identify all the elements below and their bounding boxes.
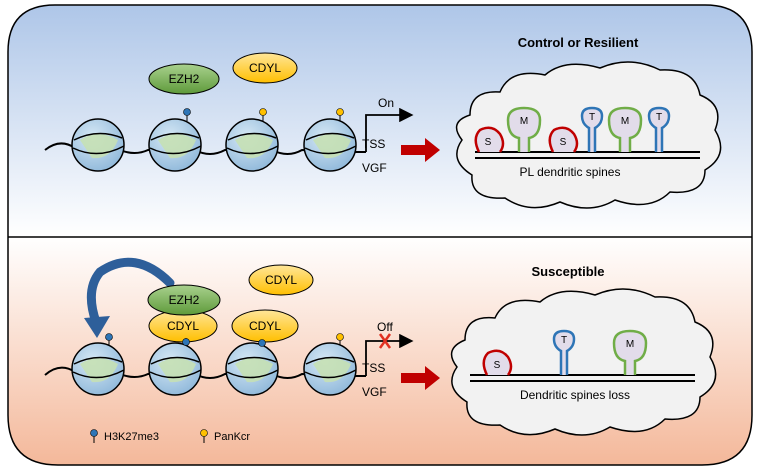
top-panel: Control or Resilient EZH2 CDYL	[44, 35, 722, 209]
tss-arrow-top	[365, 107, 414, 152]
tss-label-bottom: TSS	[362, 361, 385, 375]
legend: H3K27me3 PanKcr	[90, 429, 250, 443]
bottom-panel: Susceptible CDYL CDYL EZH2 CDYL	[44, 257, 717, 443]
spine-mushroom-top-5: M	[607, 106, 643, 152]
spine-letter-bottom-1: S	[494, 360, 501, 371]
h3k27me3-mark-top-2	[183, 108, 191, 116]
h3k27me3-legend-icon	[90, 429, 98, 437]
spine-letter-top-2: M	[520, 116, 528, 127]
spine-stubby-bottom-1: S	[482, 349, 513, 376]
h3k27me3-mark-bottom-3	[258, 339, 266, 347]
cdyl-label-bottom-3: CDYL	[265, 273, 297, 287]
vgf-label-bottom: VGF	[362, 385, 387, 399]
spine-letter-top-1: S	[485, 137, 492, 148]
ezh2-protein-bottom: EZH2	[147, 284, 221, 316]
spines-caption-bottom: Dendritic spines loss	[520, 388, 630, 402]
nucleosome-bottom-3	[225, 339, 279, 396]
ezh2-label-bottom: EZH2	[169, 293, 200, 307]
h3k27me3-mark-bottom-2	[182, 338, 190, 346]
legend-h3k27me3-label: H3K27me3	[104, 431, 159, 443]
cloud-bottom	[450, 288, 717, 436]
gene-state-on: On	[378, 96, 394, 110]
spine-letter-top-3: S	[560, 137, 567, 148]
gene-state-off: Off	[377, 320, 393, 334]
pankcr-legend-icon	[200, 429, 208, 437]
ezh2-protein-top: EZH2	[148, 63, 220, 95]
spines-caption-top: PL dendritic spines	[520, 165, 621, 179]
pankcr-mark-top-3	[259, 108, 267, 116]
nucleosome-top-2	[148, 108, 202, 172]
ezh2-label-top: EZH2	[169, 72, 200, 86]
nucleosome-top-3	[225, 108, 279, 172]
spine-mushroom-bottom-3: M	[612, 329, 648, 375]
nucleosome-bottom-4	[303, 333, 357, 396]
nucleosome-bottom-1	[71, 333, 125, 396]
vgf-label-top: VGF	[362, 161, 387, 175]
top-panel-title: Control or Resilient	[518, 35, 639, 50]
legend-pankcr-label: PanKcr	[214, 431, 250, 443]
spine-letter-top-4: T	[589, 112, 595, 123]
cdyl-label-bottom-1: CDYL	[167, 319, 199, 333]
cdyl-protein-bottom-free: CDYL	[248, 264, 314, 296]
spine-thin-bottom-2: T	[552, 329, 576, 375]
curved-arrow-head	[84, 316, 110, 338]
spine-thin-top-4: T	[580, 106, 604, 152]
cdyl-protein-bottom-2: CDYL	[231, 309, 299, 343]
nucleosome-top-4	[303, 108, 357, 172]
legend-h3k27me3: H3K27me3	[90, 429, 159, 443]
bottom-panel-title: Susceptible	[532, 264, 605, 279]
spine-letter-top-6: T	[656, 112, 662, 123]
spine-stubby-top-1: S	[474, 126, 505, 153]
spine-thin-top-6: T	[647, 106, 671, 152]
cdyl-label-bottom-2: CDYL	[249, 319, 281, 333]
spine-stubby-top-3: S	[548, 126, 579, 153]
red-arrow-bottom	[401, 366, 440, 390]
spine-mushroom-top-2: M	[506, 106, 542, 152]
cdyl-protein-top: CDYL	[232, 52, 298, 84]
legend-pankcr: PanKcr	[200, 429, 250, 443]
pankcr-mark-top-4	[336, 108, 344, 116]
h3k27me3-mark-bottom-1	[105, 333, 113, 341]
curved-arrow	[86, 257, 175, 327]
red-arrow-top	[401, 138, 440, 162]
outer-border	[7, 4, 753, 466]
tss-label-top: TSS	[362, 137, 385, 151]
tss-arrow-bottom	[365, 333, 414, 376]
spine-letter-bottom-3: M	[626, 339, 634, 350]
pankcr-mark-bottom-4	[336, 333, 344, 341]
spine-letter-bottom-2: T	[561, 335, 567, 346]
blocked-x-icon	[378, 333, 392, 349]
nucleosome-bottom-2	[148, 338, 202, 396]
nucleosome-top-1	[71, 118, 125, 172]
spine-letter-top-5: M	[621, 116, 629, 127]
cdyl-label-top: CDYL	[249, 61, 281, 75]
